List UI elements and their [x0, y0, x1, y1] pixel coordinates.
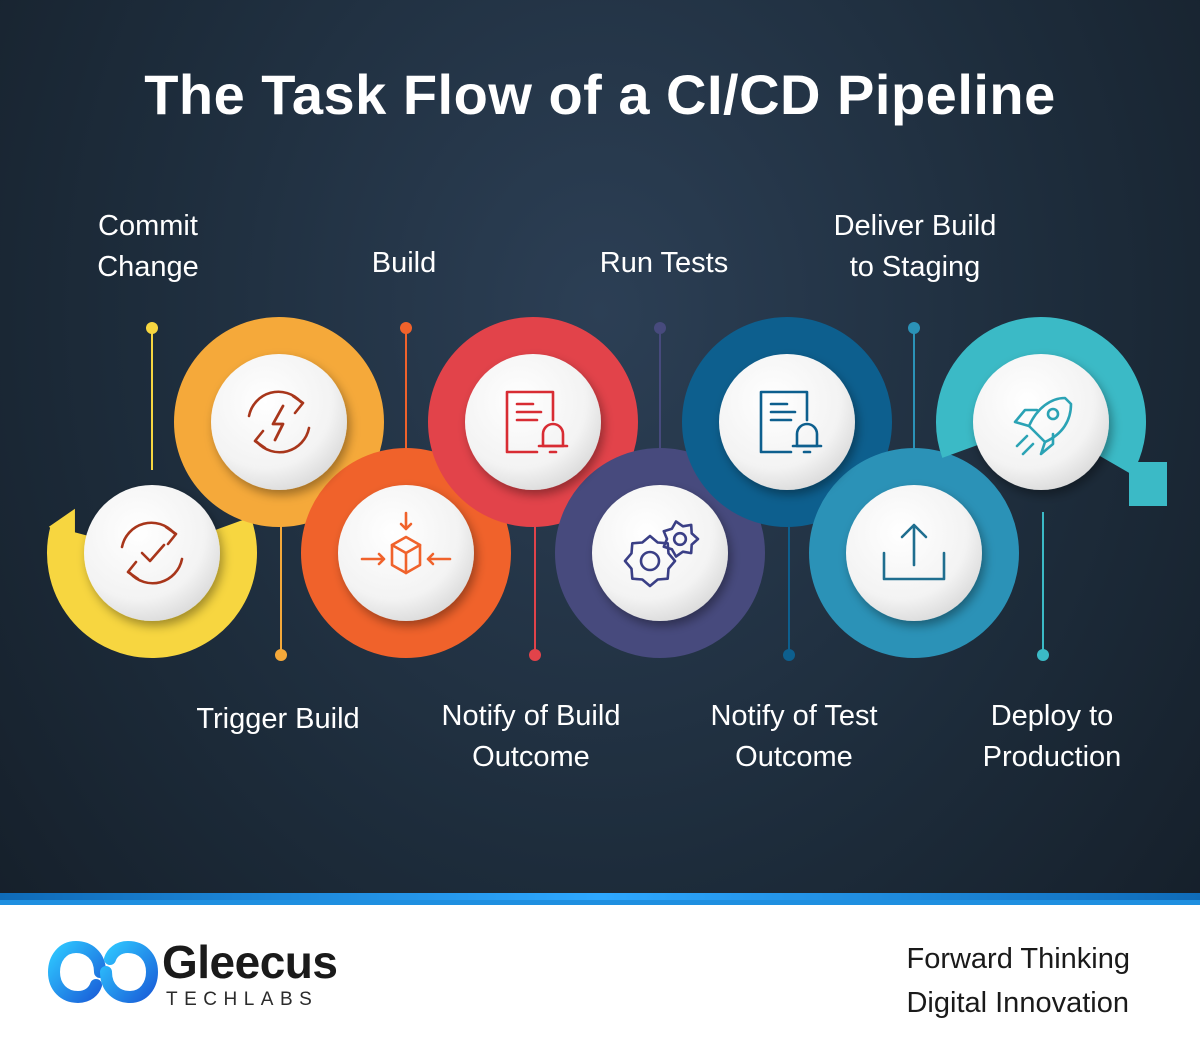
document-bell-icon	[759, 390, 823, 454]
document-bell-icon	[505, 390, 569, 454]
upload-icon	[882, 523, 946, 581]
icon-circle-3	[465, 354, 601, 490]
icon-circle-1	[211, 354, 347, 490]
icon-circle-0	[84, 485, 220, 621]
connector-7	[1037, 512, 1049, 661]
icon-circle-5	[719, 354, 855, 490]
brand-name: Gleecus	[162, 936, 338, 988]
footer-divider	[0, 893, 1200, 901]
ring-4	[555, 448, 765, 658]
step-label-deliver-staging: Deliver Build to Staging	[833, 210, 997, 283]
ring-5	[682, 317, 892, 527]
step-rings	[47, 317, 1167, 658]
step-label-trigger-build: Trigger Build	[196, 703, 360, 735]
package-arrows-icon	[360, 511, 452, 575]
connector-6	[908, 322, 920, 470]
connector-3	[529, 512, 541, 661]
step-label-commit-change: Commit Change	[97, 210, 199, 283]
ring-3	[428, 317, 638, 527]
connector-1	[275, 512, 287, 661]
step-label-notify-test-outcome: Notify of Test Outcome	[710, 700, 878, 773]
ring-7	[936, 317, 1167, 506]
step-label-deploy-production: Deploy to Production	[982, 700, 1122, 773]
sync-check-icon	[120, 521, 184, 585]
rocket-icon	[1013, 396, 1073, 456]
ring-0	[47, 508, 257, 658]
gears-icon	[623, 520, 700, 588]
connector-2	[400, 322, 412, 470]
tagline: Forward Thinking Digital Innovation	[906, 943, 1130, 1019]
ring-2	[301, 448, 511, 658]
connector-5	[783, 512, 795, 661]
step-label-build: Build	[371, 247, 437, 279]
connector-0	[146, 322, 158, 470]
icon-circle-4	[592, 485, 728, 621]
step-icon-circles	[84, 354, 1109, 621]
step-label-run-tests: Run Tests	[599, 247, 729, 279]
page-title: The Task Flow of a CI/CD Pipeline	[144, 63, 1056, 126]
step-label-notify-build-outcome: Notify of Build Outcome	[441, 700, 621, 773]
step-connectors	[146, 322, 1049, 661]
icon-circle-7	[973, 354, 1109, 490]
connector-4	[654, 322, 666, 470]
brand-subtitle: TECHLABS	[166, 989, 319, 1010]
pipeline-diagram	[47, 317, 1167, 661]
infinity-loop-logo-icon	[48, 940, 158, 1004]
ring-1	[174, 317, 384, 527]
footer: Gleecus TECHLABS Forward Thinking Digita…	[0, 900, 1200, 1040]
ring-6	[809, 448, 1019, 658]
sync-bolt-icon	[247, 390, 311, 454]
